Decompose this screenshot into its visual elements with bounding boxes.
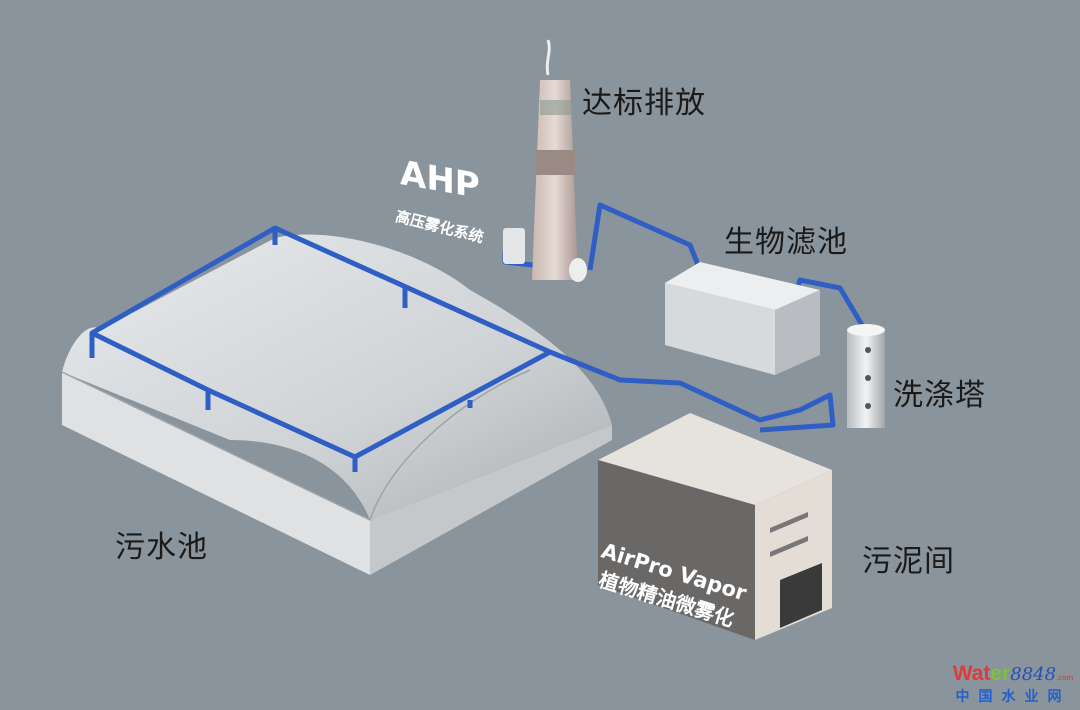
scrubber-tower [847, 324, 885, 428]
label-sewage-tank: 污水池 [115, 530, 208, 565]
watermark-digits: 8848 [1010, 664, 1057, 685]
label-biofilter: 生物滤池 [724, 225, 848, 260]
watermark-brand-b: er [990, 662, 1011, 685]
chimney [532, 39, 587, 282]
sewage-tank-greenhouse [61, 234, 612, 575]
watermark-cn: 中国水业网 [955, 689, 1071, 705]
biofilter-box [665, 262, 820, 375]
label-sludge-room: 污泥间 [862, 544, 955, 579]
watermark-domain: .com [1056, 674, 1074, 682]
label-discharge: 达标排放 [582, 86, 706, 121]
watermark-brand-a: Wat [952, 662, 991, 685]
label-scrubber: 洗涤塔 [893, 378, 986, 413]
watermark-logo: Water8848.com 中国水业网 [948, 662, 1078, 706]
ahp-unit [503, 228, 525, 264]
sludge-room-building [598, 413, 832, 640]
